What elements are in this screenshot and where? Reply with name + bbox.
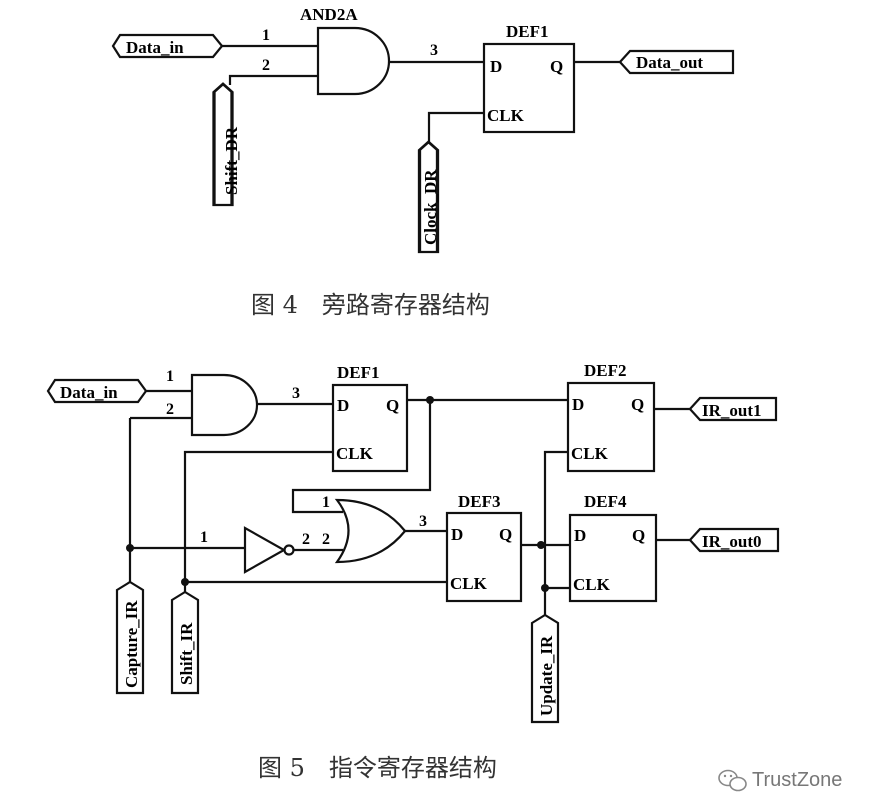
watermark-text: TrustZone	[752, 769, 842, 791]
pin-clk: CLK	[573, 575, 611, 594]
update-ir-port: Update_IR	[530, 613, 560, 724]
ir-out1-label: IR_out1	[702, 401, 762, 420]
net-number: 1	[262, 27, 270, 44]
pin-q: Q	[386, 396, 399, 415]
wire-shift-ir-def1	[183, 450, 333, 582]
pin-q: Q	[550, 57, 563, 76]
or-gate	[334, 498, 407, 564]
and2a-gate	[316, 26, 391, 96]
wechat-icon	[718, 769, 747, 792]
def1-flip-flop	[482, 42, 576, 134]
shift-ir-label: Shift_IR	[177, 622, 196, 685]
shift-ir-port: Shift_IR	[170, 582, 200, 695]
net-number: 2	[262, 57, 270, 74]
pin-d: D	[572, 395, 584, 414]
ir-out1-port: IR_out1	[688, 396, 778, 422]
junction-dot	[537, 541, 545, 549]
net-number: 2	[166, 401, 174, 418]
clock-dr-label: Clock_DR	[421, 169, 440, 245]
data-in-port: Data_in	[111, 33, 224, 59]
wire-shift-dr	[228, 74, 318, 85]
figure-4-bypass-register: Data_in 1 Shift_DR 2 AND2A 3 DEF1 D Q CL…	[111, 5, 735, 319]
data-in-label: Data_in	[60, 383, 118, 402]
capture-ir-port: Capture_IR	[115, 580, 145, 695]
pin-d: D	[490, 57, 502, 76]
def2-flip-flop	[566, 381, 656, 473]
figure-5-instruction-register: Data_in 1 2 1 3 DEF1 D Q CLK 1	[46, 361, 780, 782]
data-in-port: Data_in	[46, 378, 148, 404]
net-number: 1	[200, 529, 208, 546]
wire-feedback	[291, 400, 432, 514]
figure-5-caption: 图 5 指令寄存器结构	[258, 754, 497, 782]
def4-flip-flop	[568, 513, 658, 603]
net-number: 2	[322, 531, 330, 548]
def3-label: DEF3	[458, 492, 501, 511]
def3-flip-flop	[445, 511, 523, 603]
ir-out0-port: IR_out0	[688, 527, 780, 553]
pin-q: Q	[632, 526, 645, 545]
def1-label: DEF1	[337, 363, 380, 382]
figure-4-caption: 图 4 旁路寄存器结构	[251, 291, 490, 319]
watermark: TrustZone	[718, 769, 842, 792]
wire-clock-dr	[427, 111, 484, 143]
inverter-gate	[243, 526, 287, 574]
clock-dr-port: Clock_DR	[417, 140, 440, 254]
net-number: 3	[419, 513, 427, 530]
ir-out0-label: IR_out0	[702, 532, 762, 551]
shift-dr-port: Shift_DR	[212, 82, 241, 207]
data-out-port: Data_out	[618, 49, 735, 75]
and2a-label: AND2A	[300, 5, 358, 24]
net-number: 3	[430, 42, 438, 59]
pin-q: Q	[631, 395, 644, 414]
data-out-label: Data_out	[636, 53, 703, 72]
pin-q: Q	[499, 525, 512, 544]
pin-d: D	[451, 525, 463, 544]
data-in-label: Data_in	[126, 38, 184, 57]
pin-clk: CLK	[336, 444, 374, 463]
pin-clk: CLK	[571, 444, 609, 463]
def1-flip-flop	[331, 383, 409, 473]
def4-label: DEF4	[584, 492, 627, 511]
pin-clk: CLK	[487, 106, 525, 125]
wire-update-ir	[543, 450, 568, 615]
def1-label: DEF1	[506, 22, 549, 41]
net-number: 1	[322, 494, 330, 511]
net-number: 1	[166, 368, 174, 385]
capture-ir-label: Capture_IR	[122, 600, 141, 688]
net-number: 3	[292, 385, 300, 402]
pin-d: D	[574, 526, 586, 545]
inverter-bubble	[283, 544, 295, 556]
def2-label: DEF2	[584, 361, 627, 380]
update-ir-label: Update_IR	[537, 635, 556, 716]
pin-clk: CLK	[450, 574, 488, 593]
and-gate	[190, 373, 259, 437]
shift-dr-label: Shift_DR	[222, 126, 241, 195]
pin-d: D	[337, 396, 349, 415]
net-number: 2	[302, 531, 310, 548]
